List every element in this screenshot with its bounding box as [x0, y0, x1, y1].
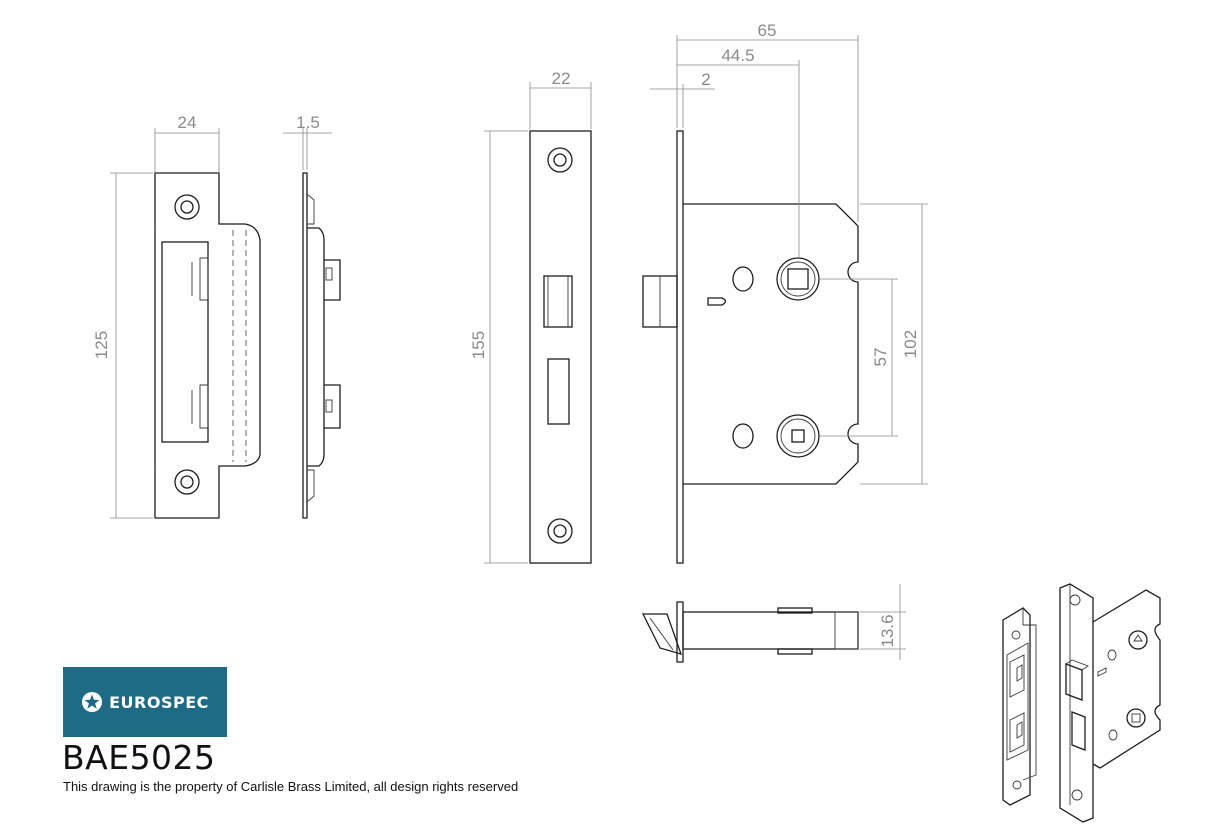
dim-case-depth: 65: [676, 21, 859, 222]
strike-plate-side-view: [302, 172, 341, 519]
dim-strike-width: 24: [154, 113, 220, 172]
dim-follower-centres-label: 57: [871, 348, 890, 367]
dim-follower-centres: 57: [820, 278, 898, 437]
dim-case-depth-label: 65: [758, 21, 777, 40]
dim-bolt-height-label: 13.6: [878, 614, 897, 647]
copyright-notice: This drawing is the property of Carlisle…: [63, 779, 519, 794]
dim-forend-width: 22: [529, 69, 592, 129]
dim-forend-height-label: 155: [469, 331, 488, 359]
dim-strike-thickness-label: 1.5: [296, 113, 320, 132]
star-circle-icon: [82, 692, 103, 712]
dim-strike-height-label: 125: [92, 331, 111, 359]
dim-forend-offset: 2: [650, 70, 715, 128]
forend-front-view: [529, 130, 592, 564]
dim-backset: 44.5: [677, 46, 800, 257]
dim-bolt-height: 13.6: [860, 584, 906, 660]
product-code: BAE5025: [62, 738, 216, 777]
dim-case-height: 102: [860, 203, 928, 485]
latch-plan-view: [641, 601, 859, 663]
isometric-view: [1002, 583, 1161, 823]
dim-forend-width-label: 22: [552, 69, 571, 88]
dim-strike-height: 125: [92, 172, 153, 519]
dim-backset-label: 44.5: [721, 46, 754, 65]
lock-body-side-view: [642, 130, 859, 564]
dim-strike-thickness: 1.5: [283, 113, 332, 170]
brand-name: EUROSPEC: [109, 692, 209, 712]
dim-forend-offset-label: 2: [701, 70, 710, 89]
eurospec-logo: EUROSPEC: [63, 667, 227, 737]
dim-forend-height: 155: [469, 130, 528, 564]
strike-plate-front-view: [154, 172, 261, 519]
dim-case-height-label: 102: [901, 330, 920, 358]
dim-strike-width-label: 24: [178, 113, 197, 132]
